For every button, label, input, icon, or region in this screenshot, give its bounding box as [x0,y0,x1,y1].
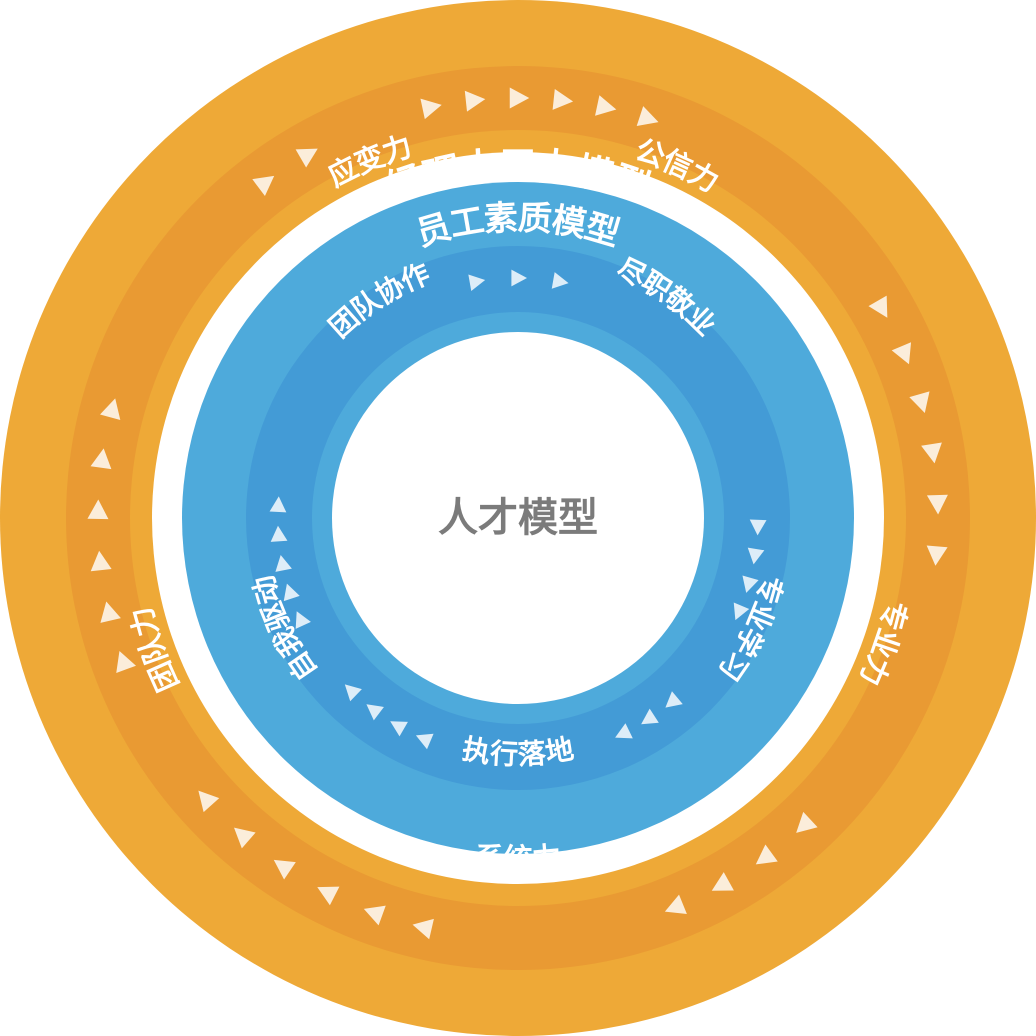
outer-arrow-icon-9 [921,442,942,464]
inner-arrow-icon-0 [468,274,486,292]
outer-arrow-icon-14 [711,872,734,891]
outer-arrow-icon-10 [926,494,948,515]
inner-arrow-group [269,269,767,750]
inner-arrow-icon-1 [511,269,527,287]
outer-arrow-icon-27 [100,398,121,420]
inner-arrow-icon-7 [665,691,683,708]
outer-arrow-icon-16 [412,918,434,940]
inner-arrow-icon-6 [733,602,750,621]
outer-item-xitong: 系统力 [473,840,562,876]
outer-arrow-group [87,87,948,940]
inner-arrow-icon-3 [749,519,767,536]
outer-arrow-icon-13 [755,844,778,865]
outer-arrow-icon-12 [796,811,818,833]
outer-arrow-icon-22 [116,651,136,673]
outer-arrow-icon-24 [90,550,112,572]
inner-arrow-icon-18 [269,496,287,513]
outer-arrow-icon-28 [252,175,275,196]
inner-arrow-icon-15 [283,583,300,602]
outer-arrow-icon-23 [100,601,121,623]
inner-arrow-icon-12 [366,704,384,721]
outer-arrow-icon-25 [87,499,109,520]
inner-arrow-icon-16 [275,554,292,572]
outer-item-xitong-text: 系统力 [473,840,562,876]
inner-arrow-icon-11 [390,721,408,737]
outer-arrow-icon-6 [868,295,888,318]
inner-arrow-icon-8 [641,708,659,725]
outer-arrow-icon-1 [464,90,486,112]
outer-arrow-icon-26 [90,448,112,470]
outer-arrow-icon-21 [198,790,220,813]
outer-arrow-icon-4 [595,95,617,116]
outer-arrow-icon-8 [909,391,930,414]
center-circle [332,332,704,704]
outer-arrow-icon-15 [664,894,687,915]
outer-arrow-icon-19 [273,859,296,880]
inner-arrow-icon-13 [344,684,362,702]
outer-arrow-icon-5 [636,106,659,127]
outer-arrow-icon-7 [891,342,912,365]
inner-arrow-icon-10 [415,733,434,750]
inner-arrow-icon-2 [551,272,569,289]
outer-arrow-icon-11 [926,545,948,566]
outer-arrow-icon-17 [363,905,386,926]
outer-arrow-icon-20 [234,827,256,849]
outer-arrow-icon-29 [295,148,318,168]
inner-arrow-icon-4 [747,547,765,565]
inner-arrow-icon-5 [742,575,759,593]
inner-arrow-icon-17 [270,525,288,542]
inner-arrow-icon-9 [615,723,633,739]
outer-arrow-icon-0 [420,98,442,120]
inner-arrow-icon-14 [295,611,311,629]
outer-arrow-icon-2 [509,87,530,109]
center-label: 人才模型 [438,495,598,541]
outer-arrow-icon-3 [552,88,574,110]
outer-arrow-icon-18 [317,886,340,906]
